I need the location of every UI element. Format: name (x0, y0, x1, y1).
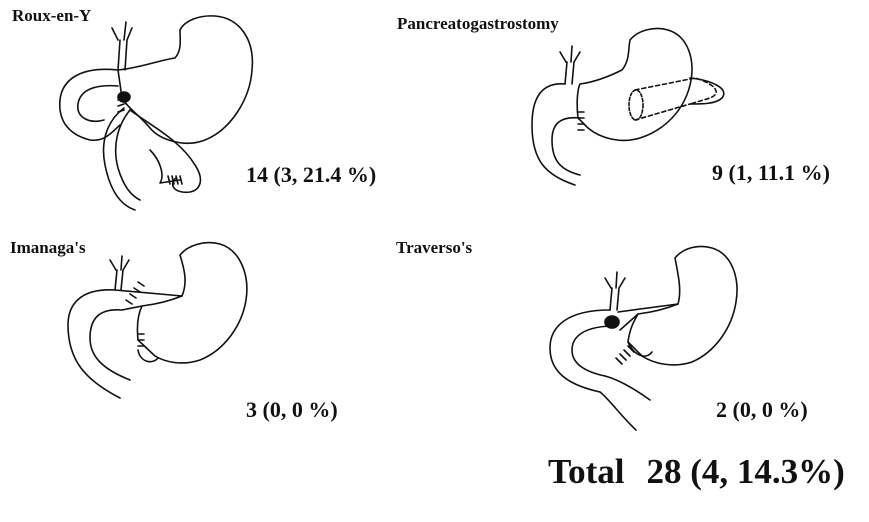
procedure-count: 9 (1, 11.1 %) (712, 160, 830, 186)
vessel (605, 272, 625, 310)
vessel (560, 46, 580, 84)
procedure-count: 14 (3, 21.4 %) (246, 162, 376, 188)
jejunal-loop-inner (78, 86, 118, 122)
roux-en-y-diagram (0, 0, 260, 225)
panel-traverso: Traverso's 2 (0, 0 %) (440, 230, 869, 430)
jejunal-loop-lower (104, 108, 140, 210)
procedure-count: 3 (0, 0 %) (246, 397, 338, 423)
anastomosis-knot (605, 316, 619, 328)
total-value: 28 (4, 14.3%) (647, 452, 845, 492)
stomach (577, 28, 692, 140)
pancreas-tail (690, 78, 724, 104)
panel-roux-en-y: Roux-en-Y 14 (3, 21.4 %) (0, 0, 430, 225)
imanaga-diagram (0, 230, 260, 430)
anastomosis-knot (118, 92, 130, 102)
stomach (137, 243, 246, 363)
jejunum (600, 376, 650, 430)
vessel (110, 256, 129, 290)
procedure-count: 2 (0, 0 %) (716, 397, 808, 423)
traverso-diagram (440, 230, 740, 430)
pancreatogastrostomy-diagram (440, 0, 740, 225)
panel-imanaga: Imanaga's 3 (0, 0 %) (0, 230, 430, 430)
duodenum (68, 290, 130, 398)
jejunal-loop-upper (60, 69, 120, 140)
stomach (118, 16, 252, 143)
panel-pancreatogastrostomy: Pancreatogastrostomy 9 (1, 11.1 %) (440, 0, 869, 225)
duodenum (532, 84, 580, 185)
vessel (112, 22, 132, 70)
total-summary: Total 28 (4, 14.3%) (548, 452, 845, 492)
stomach (628, 246, 737, 364)
roux-limb (130, 110, 200, 192)
pancreas-stump (629, 90, 643, 120)
total-label: Total (548, 452, 625, 492)
